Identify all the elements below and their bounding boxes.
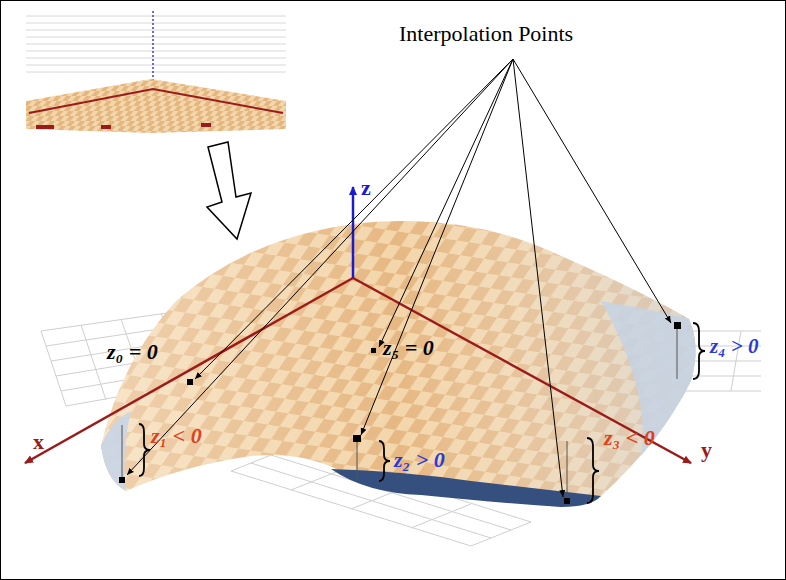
point-value: z₁ < 0 <box>151 423 202 448</box>
point-value: z₃ < 0 <box>604 425 655 450</box>
point-value: z₅ = 0 <box>383 335 434 360</box>
point-value: z₂ > 0 <box>394 447 445 472</box>
leader-arrow <box>127 59 671 497</box>
point-value: z₄ > 0 <box>710 334 758 358</box>
callout-title: Interpolation Points <box>399 21 573 46</box>
interpolation-point <box>119 322 681 504</box>
axis-label: x <box>33 429 44 454</box>
axis-label: y <box>701 437 712 462</box>
transform-arrow <box>207 142 251 239</box>
flat-surface-thumbnail <box>26 11 286 133</box>
axis-label: z <box>361 175 371 200</box>
interpolated-surface <box>101 221 696 507</box>
point-value: z₀ = 0 <box>107 339 158 364</box>
x-axis <box>25 278 353 463</box>
y-axis <box>353 278 691 463</box>
